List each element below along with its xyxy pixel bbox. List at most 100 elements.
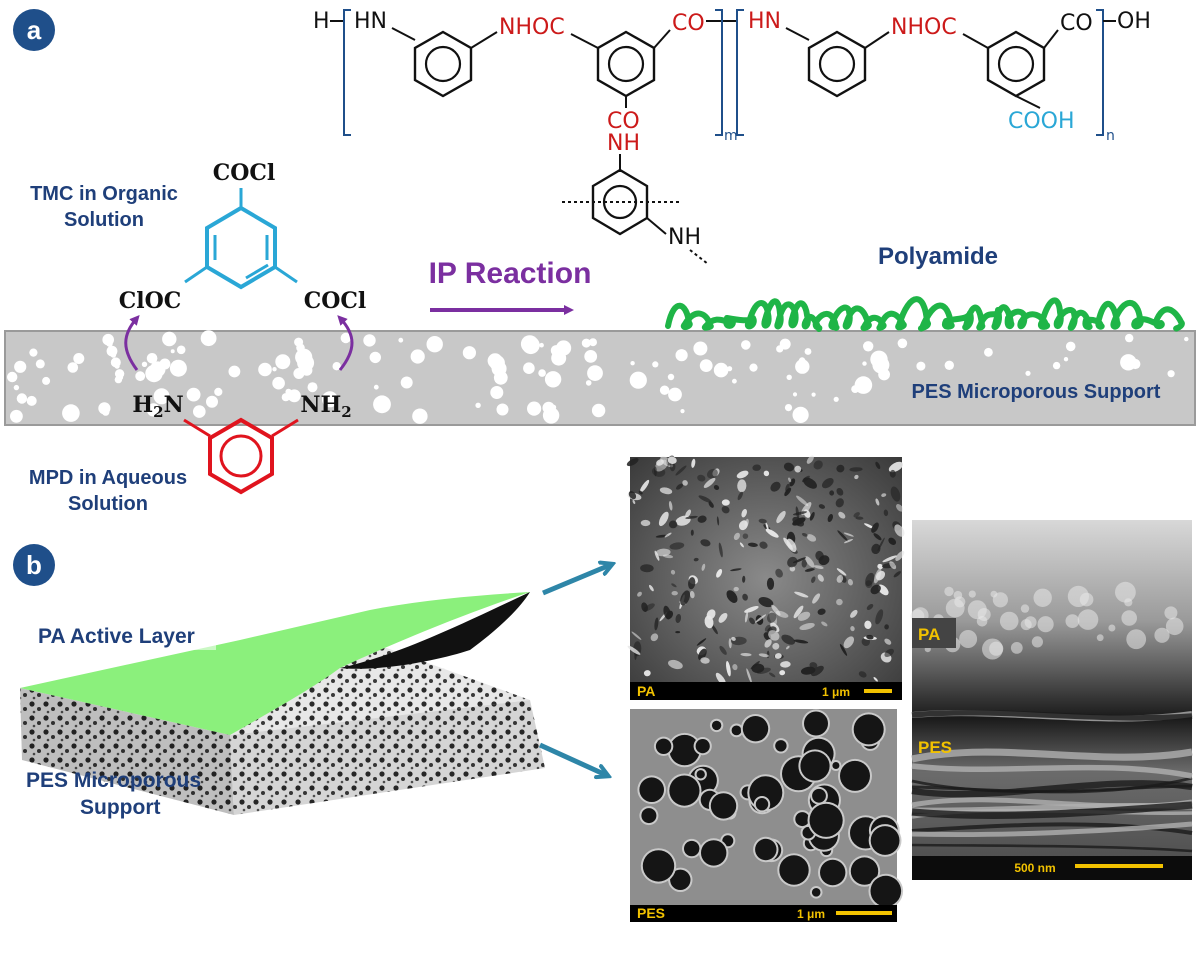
cross-scale-text: 500 nm	[1014, 861, 1055, 875]
pore	[1052, 361, 1061, 370]
sem-grain	[793, 639, 809, 644]
sem-grain	[780, 661, 791, 668]
pore	[176, 345, 186, 355]
sem-grain	[670, 569, 676, 575]
sem-grain	[793, 605, 804, 619]
sem-pa-label: PA	[637, 683, 655, 699]
sem-grain	[896, 504, 904, 512]
sem-grain	[806, 534, 817, 542]
sem-grain	[765, 522, 769, 530]
sem-grain	[697, 515, 707, 523]
sem-pa-scale-text: 1 μm	[822, 685, 850, 699]
panel-a-letter: a	[27, 15, 42, 45]
cross-nodule	[959, 630, 978, 648]
sem-grain	[829, 490, 835, 496]
sem-grain	[648, 584, 654, 592]
sem-grain	[785, 483, 790, 493]
pore	[520, 335, 539, 353]
pa-active-layer-sheet	[20, 592, 530, 735]
pore	[713, 362, 729, 378]
cross-nodule	[1096, 634, 1104, 642]
pore	[118, 375, 124, 380]
sem-grain	[671, 583, 677, 588]
sem-grain	[726, 661, 731, 677]
pore	[589, 338, 597, 347]
sem-grain	[810, 665, 824, 677]
sem-image-pes-surface: PES 1 μm	[630, 709, 904, 922]
bracket-n-left	[736, 9, 744, 136]
polymer-n-subscript: n	[1106, 128, 1115, 144]
sem-pore	[870, 826, 900, 855]
sem-grain	[627, 645, 641, 655]
panel-b: b PA Active Layer PES Microporous Suppor…	[13, 455, 1193, 922]
reaction-arrow-right	[337, 315, 354, 371]
sem-grain	[838, 511, 846, 519]
pore	[400, 376, 413, 389]
sem-pore	[755, 838, 777, 861]
sem-grain	[854, 474, 859, 480]
pore	[321, 391, 338, 408]
sem-pore	[684, 840, 700, 857]
pore	[539, 342, 544, 348]
pore	[410, 349, 425, 364]
sem-grain	[768, 630, 780, 641]
sem-grain	[640, 564, 654, 573]
sem-pore	[850, 857, 879, 885]
tmc-molecule: TMC in Organic Solution COCl ClOC COCl	[30, 160, 366, 314]
sem-grain	[739, 542, 744, 548]
sem-grain	[805, 556, 815, 568]
sem-grain	[775, 568, 783, 578]
sem-grain	[766, 577, 775, 590]
sem-grain	[675, 631, 681, 634]
mpd-label-line2: Solution	[68, 493, 148, 515]
sem-grain	[665, 610, 674, 620]
polymer-nh-bottom: NH	[668, 225, 701, 250]
tmc-left-group: ClOC	[119, 288, 182, 314]
sem-grain	[700, 539, 711, 547]
pore	[169, 359, 187, 377]
sem-grain	[888, 537, 897, 545]
cross-nodule	[1024, 616, 1037, 629]
sem-grain	[669, 542, 685, 550]
pore	[159, 358, 171, 370]
sem-grain	[837, 530, 849, 542]
sem-grain	[821, 477, 834, 489]
pore	[146, 403, 160, 417]
panel-a: a H HN NHOC CO CO NH	[4, 9, 1196, 515]
pore	[523, 362, 535, 375]
pore	[727, 366, 733, 372]
sem-grain	[749, 617, 755, 625]
polymer-structure: H HN NHOC CO CO NH	[313, 9, 1151, 265]
pore	[7, 371, 18, 383]
pore	[699, 359, 713, 372]
sem-grain	[750, 661, 760, 670]
benzene-ring-3	[591, 168, 649, 236]
cross-streak	[911, 763, 1193, 779]
sem-grain	[836, 575, 844, 583]
sem-grain	[654, 550, 660, 561]
pore	[153, 388, 170, 405]
sem-grain	[766, 612, 777, 623]
membrane-3d-illustration	[20, 592, 545, 815]
sem-pes-label: PES	[637, 905, 665, 921]
cross-nodule	[944, 586, 954, 597]
pore	[1125, 333, 1134, 343]
pore	[67, 362, 79, 373]
pore	[287, 389, 301, 403]
sem-grain	[781, 634, 796, 645]
sem-grain	[884, 648, 894, 657]
sem-grain	[721, 499, 730, 506]
sem-grain	[877, 563, 884, 570]
polymer-nh-branch: NH	[607, 131, 640, 156]
sem-pore	[775, 740, 787, 752]
sem-grain	[849, 467, 863, 472]
sem-grain	[701, 563, 706, 571]
pore	[258, 362, 272, 377]
pore	[186, 387, 201, 402]
sem-grain	[746, 668, 752, 684]
sem-grain	[769, 672, 776, 678]
pore	[732, 378, 737, 384]
sem-grain	[792, 511, 808, 516]
sem-grain	[658, 511, 669, 527]
cross-nodule	[1037, 616, 1054, 633]
